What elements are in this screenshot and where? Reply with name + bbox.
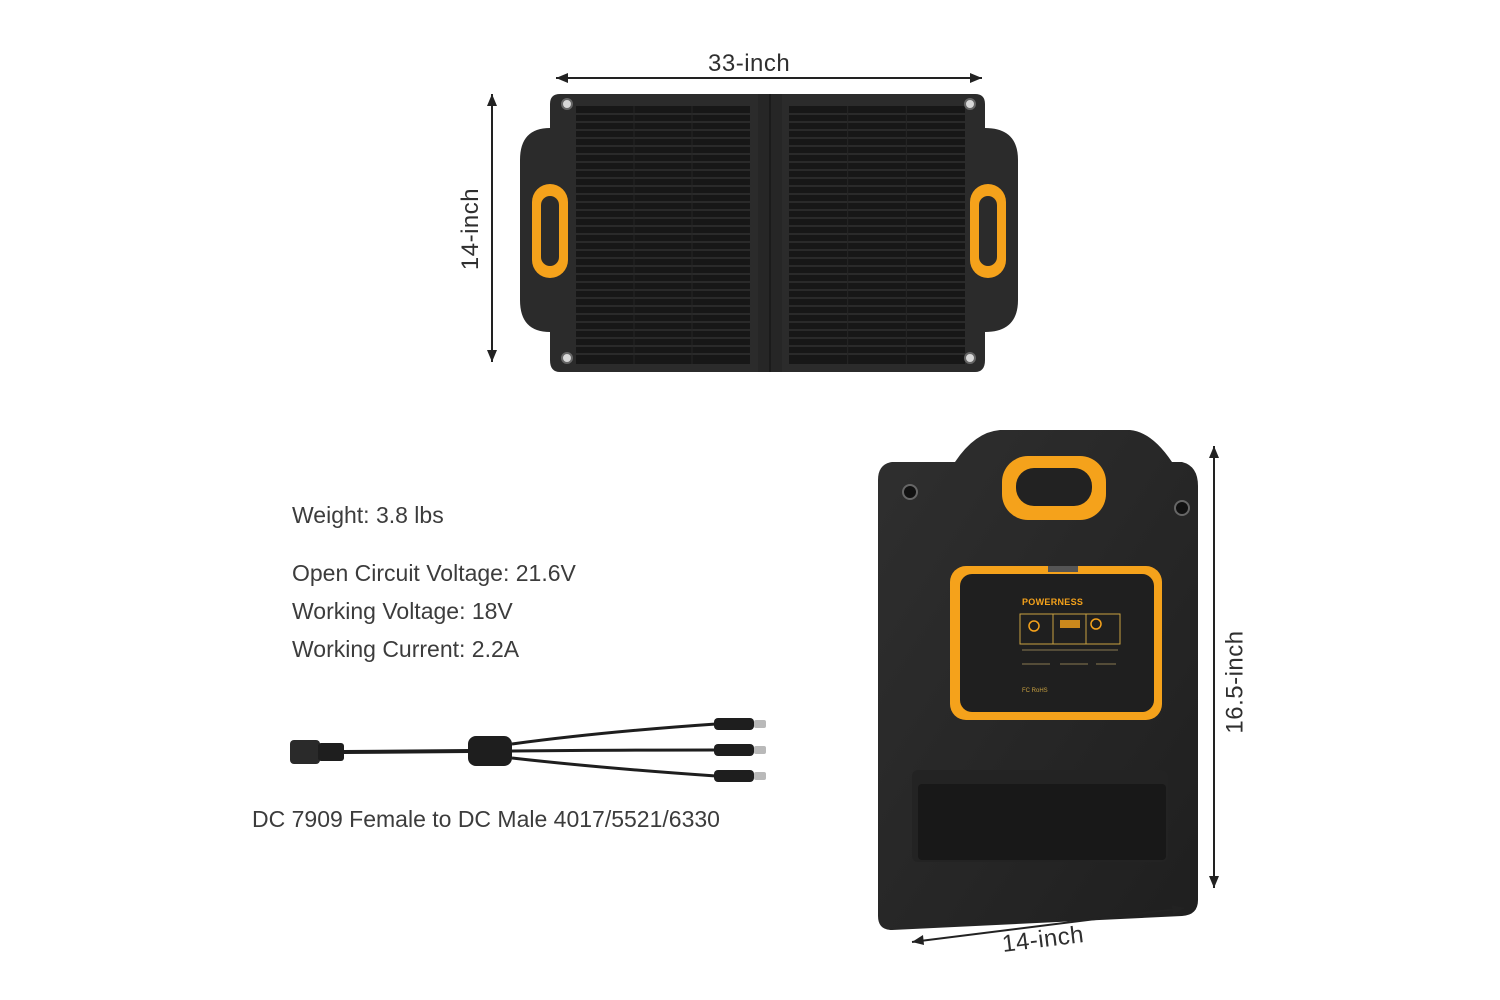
spec-working-voltage: Working Voltage: 18V bbox=[292, 598, 513, 624]
cable-caption: DC 7909 Female to DC Male 4017/5521/6330 bbox=[252, 806, 720, 832]
brand-logo: POWERNESS bbox=[1022, 597, 1083, 607]
spec-working-current: Working Current: 2.2A bbox=[292, 636, 520, 662]
spec-weight: Weight: 3.8 lbs bbox=[292, 502, 444, 528]
brand-label: POWERNESS bbox=[1022, 597, 1084, 607]
spec-open-circuit-voltage: Open Circuit Voltage: 21.6V bbox=[292, 560, 576, 586]
top-width-label: 33-inch bbox=[708, 50, 791, 77]
svg-text:FC RoHS: FC RoHS bbox=[1022, 688, 1048, 694]
